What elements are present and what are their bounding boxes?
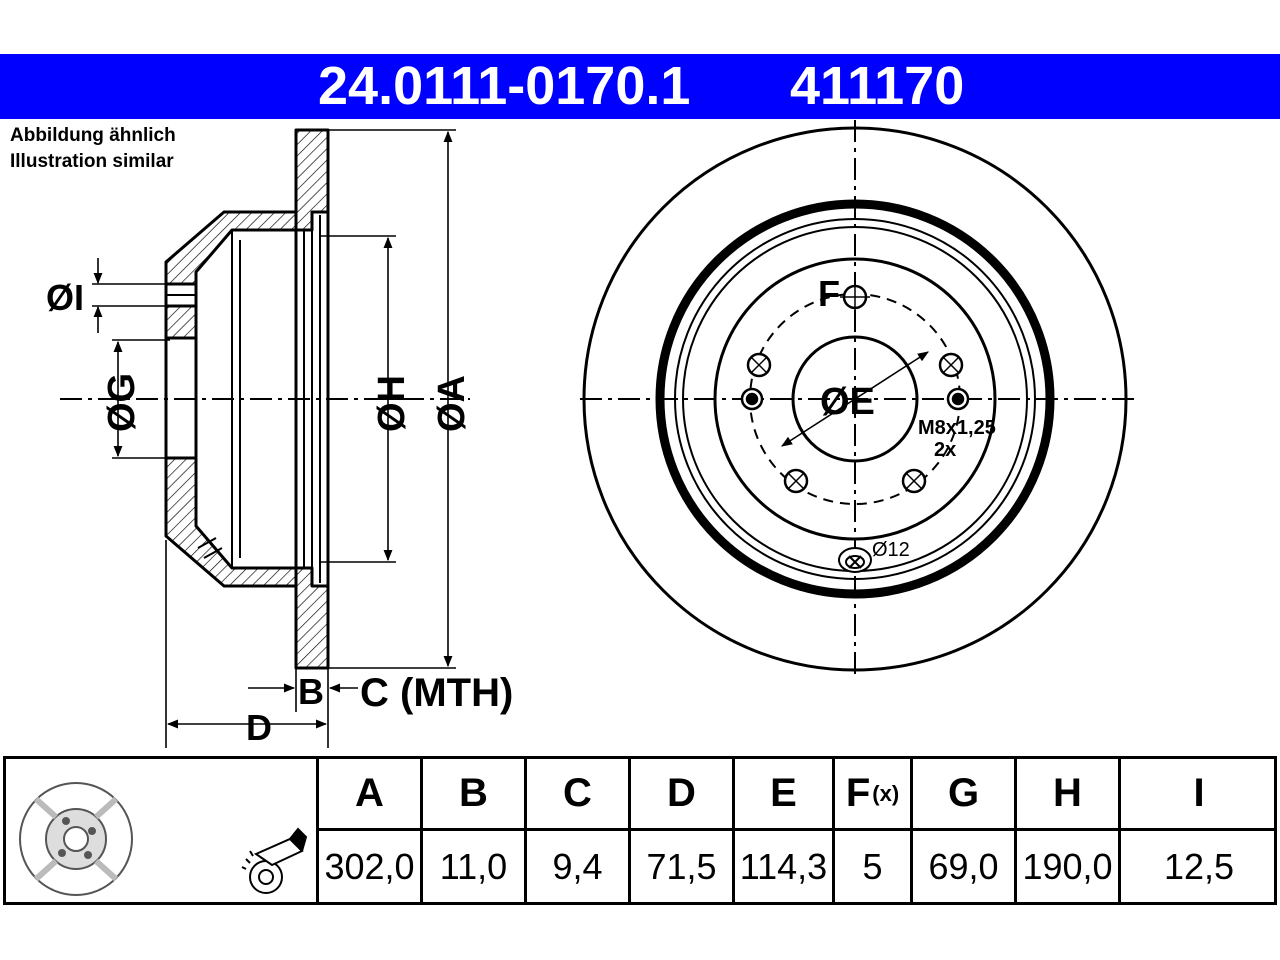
column-A: A 302,0 — [319, 759, 423, 902]
note-line-de: Abbildung ähnlich — [10, 125, 176, 146]
header-H: H — [1017, 759, 1118, 831]
value-D: 71,5 — [646, 845, 717, 887]
hub-face — [713, 257, 997, 541]
label-dim-G: ØG — [101, 373, 143, 432]
header-G: G — [913, 759, 1014, 831]
label-dim-A: ØA — [431, 375, 473, 432]
column-D: D 71,5 — [631, 759, 735, 902]
friction-ring-inner — [655, 199, 1055, 599]
illustration-note: Abbildung ähnlich Illustration similar — [10, 123, 176, 175]
header-I: I — [1121, 759, 1277, 831]
threaded-hole-left — [740, 387, 764, 411]
threaded-holes — [740, 387, 970, 411]
bolt-hole-F — [840, 282, 870, 312]
value-I: 12,5 — [1163, 845, 1235, 887]
label-dim-B: B — [298, 671, 324, 712]
header-A: A — [319, 759, 420, 831]
header-F-suffix: (x) — [872, 780, 900, 806]
label-dim-I: ØI — [46, 277, 84, 318]
note-line-en: Illustration similar — [10, 151, 174, 172]
label-dim-C: C (MTH) — [360, 671, 513, 715]
threaded-hole-right — [946, 387, 970, 411]
label-dim-E: ØE — [820, 381, 875, 423]
header-F: F(x) — [835, 759, 910, 831]
label-dim-F: F — [818, 273, 840, 314]
column-G: G 69,0 — [913, 759, 1017, 902]
header-D: D — [631, 759, 732, 831]
bolt-hole-lr — [901, 468, 927, 494]
column-B: B 11,0 — [423, 759, 527, 902]
value-A: 302,0 — [324, 845, 415, 887]
bolt-hole-ul — [746, 352, 772, 378]
title-bar: 24.0111-0170.1 411170 — [0, 54, 1280, 119]
column-C: C 9,4 — [527, 759, 631, 902]
label-dim-D: D — [246, 707, 272, 748]
reference-number: 411170 — [790, 56, 965, 116]
bolt-hole-ll — [783, 468, 809, 494]
label-thread: M8x1,25 — [918, 417, 996, 439]
hole-12 — [838, 547, 872, 573]
spec-table: A 302,0 B 11,0 C 9,4 D 71,5 E 114,3 F(x)… — [3, 756, 1277, 905]
column-F: F(x) 5 — [835, 759, 913, 902]
value-G: 69,0 — [928, 845, 999, 887]
technical-drawing: ØI ØG ØH ØA B C (MTH) D — [46, 120, 1135, 748]
front-view — [580, 120, 1135, 680]
column-H: H 190,0 — [1017, 759, 1121, 902]
value-C: 9,4 — [552, 845, 603, 887]
label-hole-12: Ø12 — [872, 539, 910, 561]
label-dim-H: ØH — [371, 375, 413, 432]
side-dimensions — [92, 129, 456, 748]
bolt-holes — [746, 282, 964, 494]
bolt-hole-ur — [938, 352, 964, 378]
column-E: E 114,3 — [735, 759, 835, 902]
brake-spray-icon — [236, 827, 316, 902]
disc-thumbnail-icon — [19, 782, 133, 896]
header-B: B — [423, 759, 524, 831]
disc-outer-edge — [582, 126, 1128, 672]
side-labels: ØI ØG ØH ØA B C (MTH) D — [46, 277, 513, 748]
thumbnail-area — [6, 759, 319, 902]
value-E: 114,3 — [739, 845, 828, 887]
part-number: 24.0111-0170.1 — [318, 56, 691, 116]
header-C: C — [527, 759, 628, 831]
label-thread-count: 2x — [934, 439, 956, 461]
value-H: 190,0 — [1022, 845, 1113, 887]
header-E: E — [735, 759, 832, 831]
header-F-letter: F — [845, 771, 871, 815]
value-F: 5 — [862, 845, 883, 887]
front-labels: F ØE M8x1,25 2x Ø12 — [818, 273, 996, 561]
value-B: 11,0 — [439, 845, 508, 887]
column-I: I 12,5 — [1121, 759, 1277, 902]
